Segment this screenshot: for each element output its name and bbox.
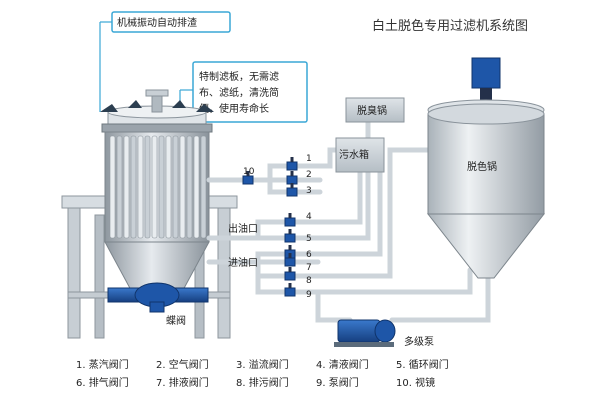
plate-callout-line-2: 布、滤纸，清洗简 [199,86,279,99]
valve-number-4: 4 [306,212,312,222]
filter-plate [109,135,116,239]
filter-plate [137,135,144,239]
valve-body [284,271,296,281]
deodor-pot: 脱臭锅 [345,97,405,123]
legend-item-5: 5. 循环阀门 [396,358,449,371]
plate-callout-line-3: 便，使用寿命长 [199,102,269,115]
valve-body [286,187,298,197]
decolor-pot: 脱色锅 [426,57,546,279]
filter-plate [165,135,172,239]
filter-plate [179,135,186,239]
vibration-callout-text: 机械振动自动排渣 [117,16,197,29]
filter-plate [200,135,207,239]
valve-body [242,175,254,185]
valve-number-1: 1 [306,154,312,164]
vibration-callout: 机械振动自动排渣 [99,11,231,112]
valve-body [284,233,296,243]
filter-plate [158,135,165,239]
valve-number-9: 9 [306,290,312,300]
oil-outlet-label: 出油口 [228,222,258,235]
valve-handle [288,283,292,288]
valve-body [284,257,296,267]
valve-handle [288,253,292,258]
legend: 1. 蒸汽阀门 2. 空气阀门 3. 溢流阀门 4. 清液阀门 5. 循环阀门 … [76,358,449,389]
deodor-pot-label: 脱臭锅 [357,104,387,117]
diagram-title: 白土脱色专用过滤机系统图 [372,18,528,34]
filter-plate [144,135,151,239]
butterfly-valve-label: 蝶阀 [166,314,186,327]
valve-handle [288,245,292,250]
valve-body [286,161,298,171]
valve-handle [290,157,294,162]
valve-body [284,287,296,297]
legend-item-3: 3. 溢流阀门 [236,358,289,371]
filter-plate [193,135,200,239]
sewage-tank: 污水箱 [335,137,385,173]
valve-body [284,217,296,227]
decolor-pot-label: 脱色锅 [467,160,497,173]
legend-item-9: 9. 泵阀门 [316,376,359,389]
valve-number-6: 6 [306,250,312,260]
legend-item-10: 10. 视镜 [396,376,435,389]
valve-number-7: 7 [306,263,312,273]
valve-number-2: 2 [306,170,312,180]
valve-handle [246,171,250,176]
legend-item-8: 8. 排污阀门 [236,376,289,389]
filter-machine: 蝶阀 [61,89,238,339]
valve-number-3: 3 [306,186,312,196]
sewage-tank-label: 污水箱 [339,148,369,161]
legend-item-4: 4. 清液阀门 [316,358,369,371]
valve-set [242,157,298,297]
valve-number-8: 8 [306,276,312,286]
valve-number-5: 5 [306,234,312,244]
multistage-pump: 多级泵 [334,319,434,348]
filter-plates [109,135,207,239]
filter-plate [172,135,179,239]
valve-number-10: 10 [243,167,255,177]
filter-plate [116,135,123,239]
plate-callout: 特制滤板，无需滤 布、滤纸，清洗简 便，使用寿命长 [179,61,308,138]
valve-handle [290,171,294,176]
valve-numbers: 10 1 2 3 4 5 6 7 8 9 [243,154,312,300]
filter-plate [151,135,158,239]
legend-item-7: 7. 排液阀门 [156,376,209,389]
valve-handle [290,183,294,188]
valve-handle [288,213,292,218]
filter-plate [123,135,130,239]
valve-body [286,175,298,185]
oil-inlet-label: 进油口 [228,256,258,269]
filter-plate [130,135,137,239]
valve-handle [288,229,292,234]
pipe-network [206,119,491,323]
legend-item-2: 2. 空气阀门 [156,358,209,371]
pump-label: 多级泵 [404,335,434,348]
legend-item-6: 6. 排气阀门 [76,376,129,389]
valve-handle [288,267,292,272]
plate-callout-line-1: 特制滤板，无需滤 [199,70,279,83]
filter-plate [186,135,193,239]
legend-item-1: 1. 蒸汽阀门 [76,358,129,371]
